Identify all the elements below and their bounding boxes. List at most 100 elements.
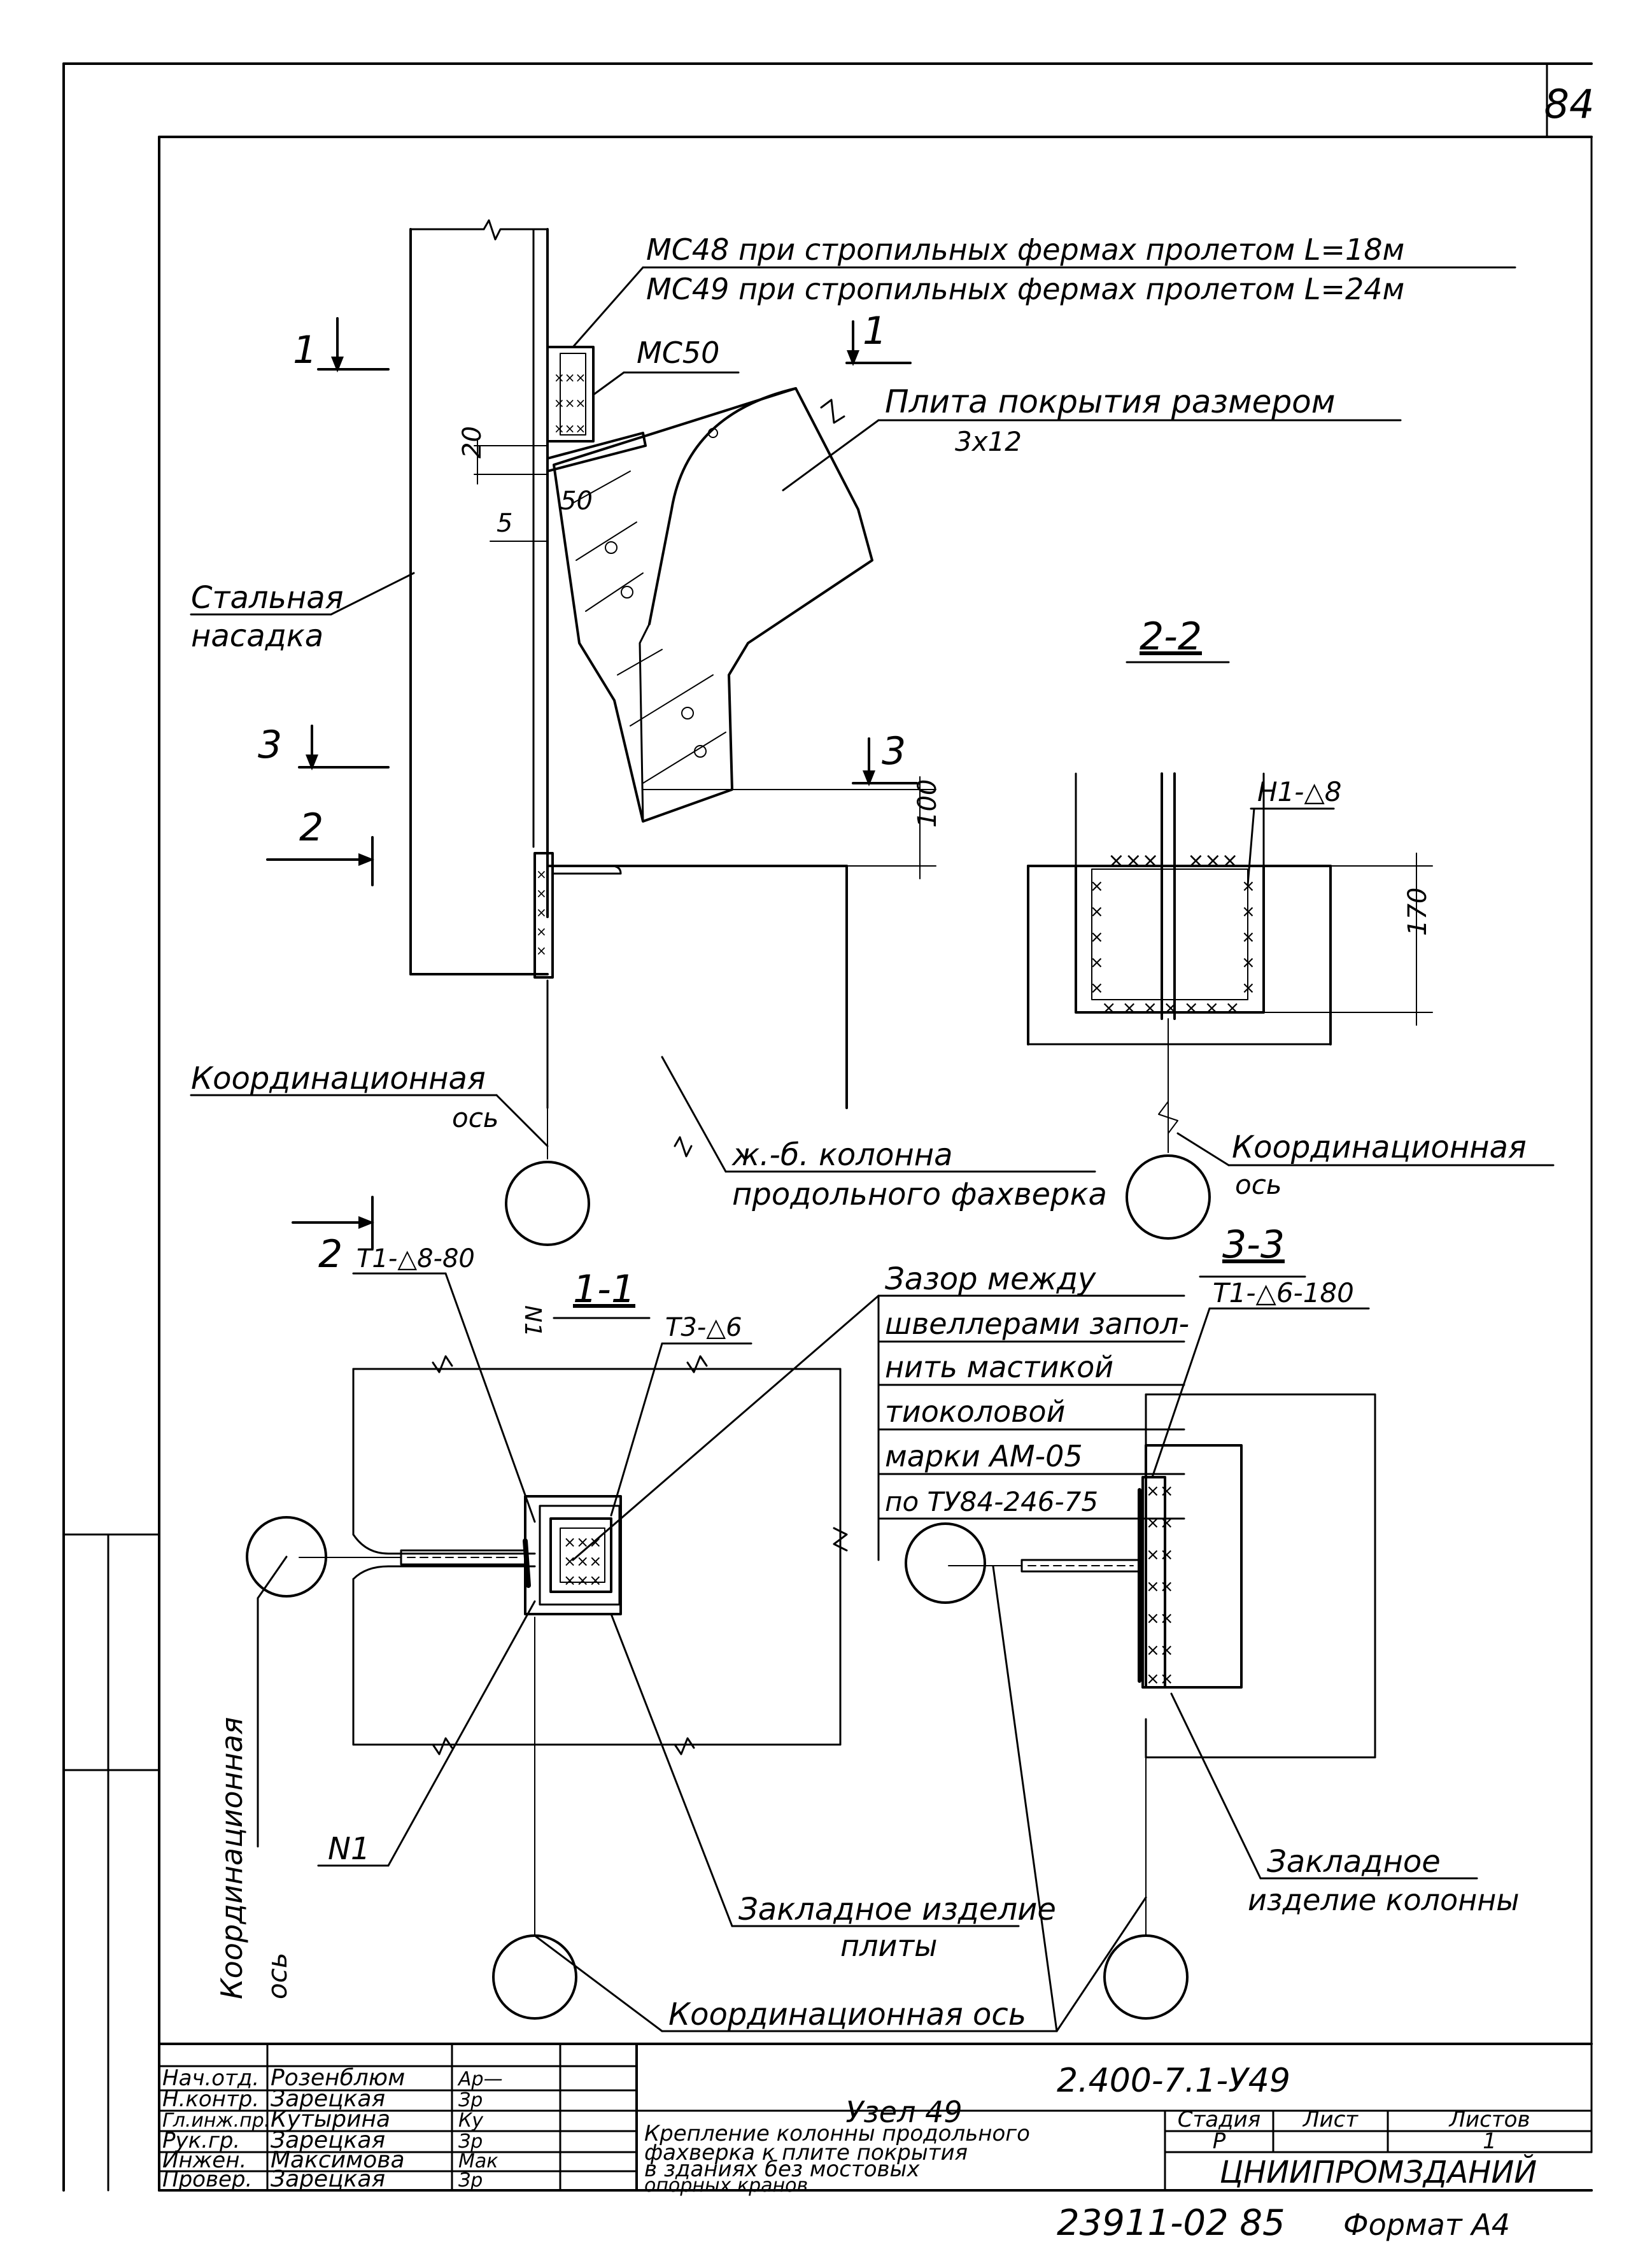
staff-name-3: Зарецкая — [271, 2127, 385, 2153]
dim-100: 100 — [913, 779, 942, 828]
svg-text:××: ×× — [1146, 1482, 1174, 1501]
label-embed-col-2: изделие колонны — [1248, 1883, 1520, 1917]
section-2-2-title: 2-2 — [1140, 614, 1202, 659]
staff-sign-4: Мак — [458, 2150, 498, 2172]
svg-text:×: × — [536, 886, 547, 901]
cut-marks: 1 1 3 3 2 2 — [258, 309, 918, 1277]
label-coord-axis-vertical-2: ось — [262, 1952, 293, 1999]
format-label: Формат А4 — [1343, 2208, 1510, 2242]
mark-n1-top: N1 — [519, 1305, 546, 1337]
cut-mark-2-top: 2 — [299, 805, 323, 850]
page-number: 84 — [1544, 81, 1595, 127]
label-embed-col-1: Закладное — [1267, 1844, 1441, 1880]
label-embed-slab-1: Закладное изделие — [738, 1892, 1056, 1927]
staff-sign-5: Зр — [458, 2169, 483, 2192]
staff-role-1: Н.контр. — [162, 2087, 259, 2112]
svg-text:×××: ××× — [554, 370, 586, 385]
weld-t3-6: Т3-△6 — [665, 1313, 742, 1342]
main-elevation: ××× ××× ××× × × × × × — [409, 219, 873, 1246]
title-line-2: Крепление колонны продольного — [644, 2121, 1030, 2146]
organization: ЦНИИПРОМЗДАНИЙ — [1220, 2154, 1537, 2190]
label-mc49: МС49 при стропильных фермах пролетом L=2… — [646, 272, 1404, 306]
sheets-header: Листов — [1448, 2107, 1530, 2132]
svg-text:×: × — [1090, 902, 1104, 921]
staff-name-4: Максимова — [271, 2147, 405, 2173]
cut-mark-3-right: 3 — [882, 729, 906, 774]
stage-header: Стадия — [1178, 2107, 1260, 2132]
svg-text:×: × — [1241, 979, 1255, 998]
axis-bubble-3-3-left — [905, 1522, 986, 1604]
label-coord-axis-right-1: Координационная — [1232, 1130, 1527, 1165]
embedded-part-column — [1145, 1444, 1243, 1689]
coord-axis-bottom-label: Координационная ось — [533, 1565, 1147, 2032]
label-coord-axis-right-2: ось — [1235, 1169, 1282, 1200]
svg-text:××: ×× — [1146, 1609, 1174, 1628]
title-block: 2.400-7.1-У49 Нач.отд. Розенблюм Ар— Н.к… — [158, 2043, 1593, 2197]
svg-text:×××: ××× — [563, 1552, 602, 1570]
staff-name-0: Розенблюм — [271, 2065, 405, 2091]
svg-text:×: × — [536, 867, 547, 882]
title-line-1: Узел 49 — [845, 2095, 962, 2129]
axis-bubble-1-1-bottom — [492, 1934, 577, 2020]
svg-text:×: × — [536, 905, 547, 920]
title-line-5: опорных кранов — [644, 2174, 808, 2197]
gap-note-line-6: по ТУ84-246-75 — [885, 1486, 1098, 1517]
sheet-header: Лист — [1302, 2107, 1359, 2132]
doc-code: 2.400-7.1-У49 — [1057, 2062, 1290, 2100]
staff-name-5: Зарецкая — [271, 2166, 385, 2192]
dim-50: 50 — [560, 486, 593, 516]
mark-n1: N1 — [328, 1831, 370, 1867]
section-3-3: 3-3 ×× ×× ×× ×× ×× ×× ×× Т1-△6-180 Закла… — [905, 1223, 1520, 2020]
weld-t1-8-80: Т1-△8-80 — [357, 1244, 475, 1273]
title-line-4: в зданиях без мостовых — [644, 2157, 920, 2182]
section-1-1: 1-1 ××× ××× ××× Т1- — [215, 1244, 1056, 2020]
weld-t1-6-180: Т1-△6-180 — [1213, 1277, 1354, 1308]
svg-text:×: × — [1241, 928, 1255, 947]
cut-mark-2-bottom: 2 — [318, 1232, 342, 1277]
svg-text:×××: ××× — [554, 421, 586, 436]
axis-bubble-3-3-bottom — [1103, 1934, 1189, 2020]
svg-text:×: × — [1090, 877, 1104, 896]
staff-role-4: Инжен. — [162, 2148, 246, 2173]
svg-text:× × × × × × ×: × × × × × × × — [1101, 997, 1240, 1018]
staff-role-3: Рук.гр. — [162, 2128, 240, 2153]
axis-bubble-main — [505, 1161, 590, 1246]
gap-note-line-2: швеллерами запол- — [885, 1307, 1189, 1341]
svg-text:××: ×× — [1146, 1513, 1174, 1533]
gap-note-line-5: марки АМ-05 — [885, 1439, 1083, 1473]
staff-role-0: Нач.отд. — [162, 2066, 259, 2091]
svg-text:×: × — [1241, 902, 1255, 921]
label-mc50: МС50 — [637, 336, 719, 370]
stage-value: Р — [1213, 2129, 1226, 2154]
svg-text:×: × — [536, 943, 547, 958]
svg-text:×××: ××× — [1187, 848, 1238, 872]
cut-mark-1-right: 1 — [863, 309, 887, 353]
staff-name-2: Кутырина — [271, 2106, 390, 2132]
cut-mark-3-left: 3 — [258, 723, 282, 767]
svg-text:×××: ××× — [563, 1533, 602, 1551]
label-coord-axis-left-1: Координационная — [191, 1061, 486, 1096]
staff-sign-1: Зр — [458, 2089, 483, 2111]
label-column-1: ж.-б. колонна — [731, 1137, 953, 1173]
staff-role-2: Гл.инж.пр. — [162, 2109, 270, 2132]
svg-text:×: × — [1241, 877, 1255, 896]
main-elevation-annotations: МС48 при стропильных фермах пролетом L=1… — [190, 232, 1516, 1212]
section-1-1-title: 1-1 — [573, 1267, 635, 1312]
axis-bubble-2-2 — [1126, 1154, 1211, 1240]
section-3-3-title: 3-3 — [1222, 1223, 1285, 1267]
svg-text:××: ×× — [1146, 1545, 1174, 1564]
label-cap-2: насадка — [191, 618, 323, 654]
section-2-2: 2-2 ××× ××× × × × × × × × × × × × × × × … — [1027, 614, 1555, 1240]
gap-note-line-4: тиоколовой — [885, 1394, 1065, 1429]
svg-text:×××: ××× — [1108, 848, 1159, 872]
roof-slab — [553, 387, 873, 823]
dim-5: 5 — [497, 509, 512, 538]
svg-text:××: ×× — [1146, 1641, 1174, 1660]
staff-role-5: Провер. — [162, 2167, 252, 2192]
label-cap-1: Стальная — [191, 580, 344, 616]
gap-note-line-3: нить мастикой — [885, 1350, 1113, 1384]
axis-bubble-1-1-left — [246, 1516, 327, 1598]
svg-text:×: × — [1090, 953, 1104, 972]
label-mc48: МС48 при стропильных фермах пролетом L=1… — [646, 232, 1404, 267]
